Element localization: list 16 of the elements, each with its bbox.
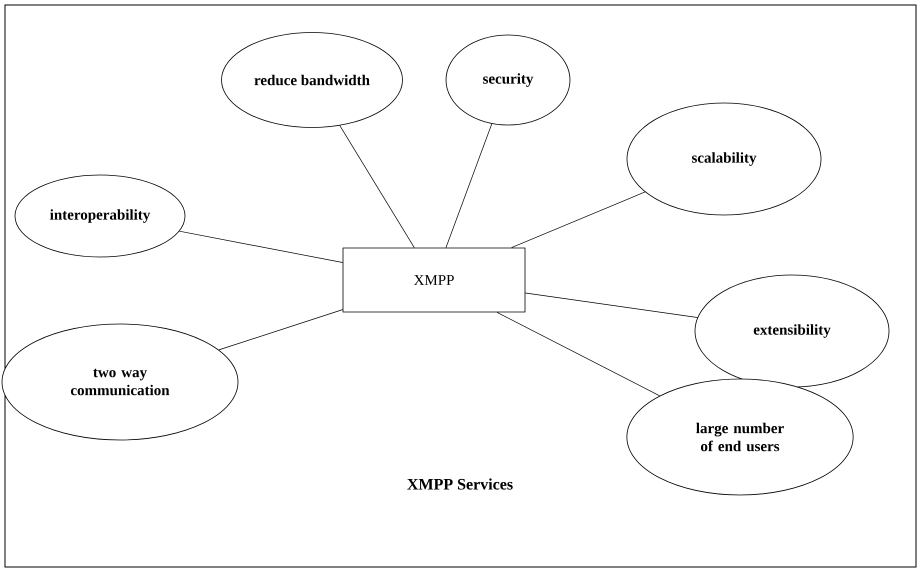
connector-line: [339, 125, 415, 248]
caption: XMPP Services: [407, 478, 513, 490]
ellipse-node: interoperability: [14, 174, 186, 258]
ellipse-node: extensibility: [694, 274, 890, 388]
connector-line: [511, 192, 646, 248]
ellipse-node: scalability: [626, 102, 822, 216]
process-box: XMPP: [342, 248, 526, 312]
ellipse-node: large number of end users: [626, 378, 854, 496]
ellipse-node: two way communication: [2, 324, 238, 440]
connector-line: [496, 312, 660, 396]
connector-line: [179, 230, 343, 263]
connector-line: [218, 309, 343, 350]
ellipse-node: security: [446, 34, 570, 126]
connector-line: [525, 292, 698, 318]
ellipse-node: reduce bandwidth: [221, 32, 403, 128]
connector-line: [446, 124, 492, 248]
